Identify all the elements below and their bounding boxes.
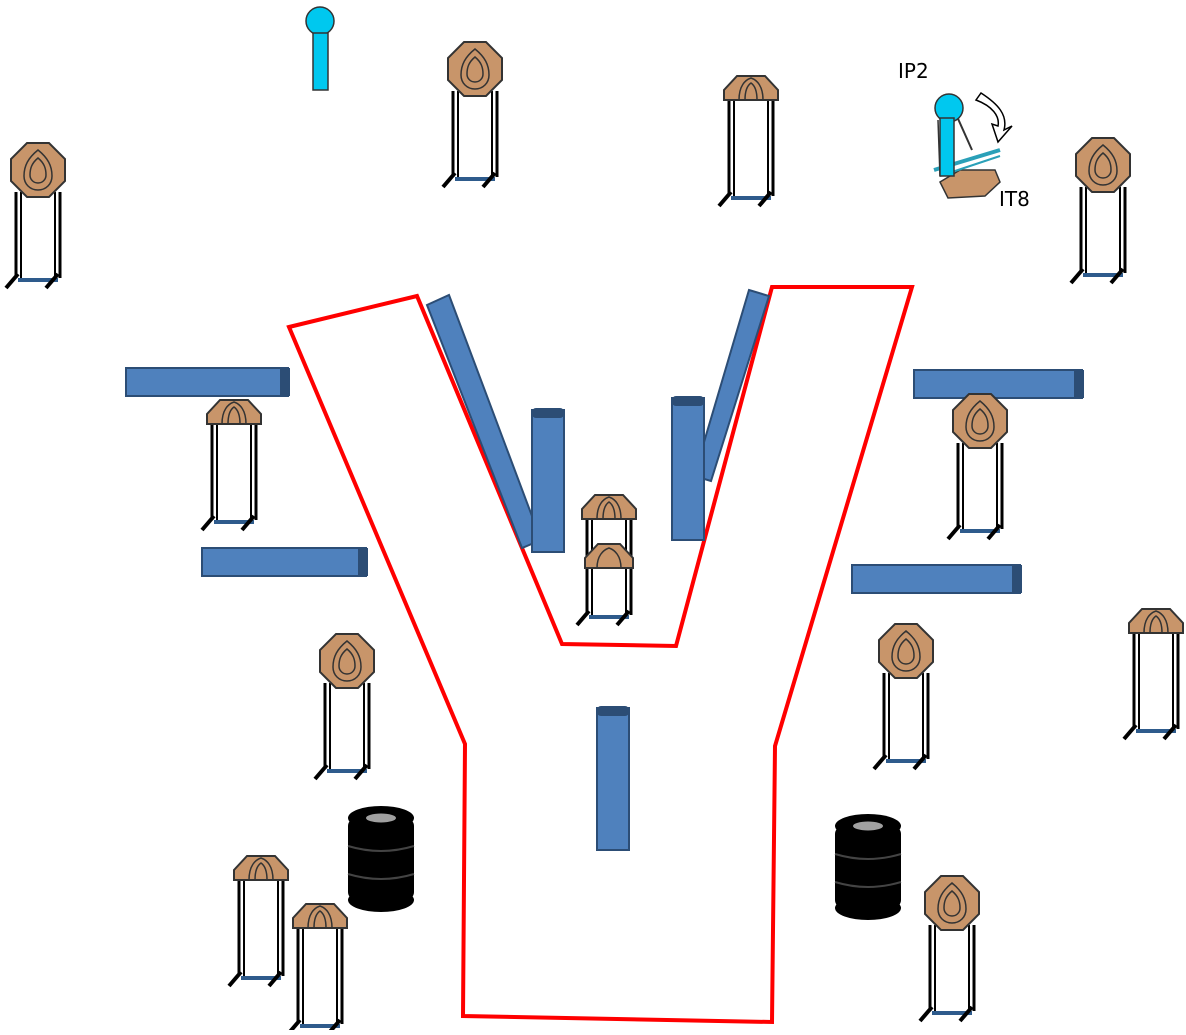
wall-left-lower: [201, 547, 368, 577]
barrel-stack-icon: [834, 813, 902, 921]
wall-center-left-vertical: [531, 408, 565, 553]
no-shoot-target-icon: [286, 902, 349, 1035]
paper-target-icon: [872, 622, 935, 771]
wall-diagonal-right: [692, 288, 771, 483]
paper-target-icon: [1069, 136, 1132, 285]
wall-right-upper: [913, 369, 1084, 399]
no-shoot-target-icon: [717, 74, 780, 208]
wall-diagonal-left: [425, 293, 543, 550]
paper-target-icon: [441, 40, 504, 189]
target-label: IT8: [999, 187, 1030, 211]
barrel-stack-icon: [347, 805, 415, 913]
paper-target-icon: [4, 141, 67, 290]
wall-left-upper: [125, 367, 290, 397]
popper-icon: [305, 6, 335, 91]
no-shoot-target-icon: [1122, 607, 1185, 741]
paper-target-icon: [313, 632, 376, 781]
wall-center-bottom-vertical: [596, 706, 630, 851]
wall-right-lower: [851, 564, 1022, 594]
no-shoot-target-icon: [584, 543, 634, 569]
no-shoot-target-icon: [200, 398, 263, 532]
shooter-label: IP2: [898, 59, 929, 83]
no-shoot-target-icon: [227, 854, 290, 988]
paper-target-icon: [946, 392, 1009, 541]
paper-target-icon: [918, 874, 981, 1023]
wall-center-right-vertical: [671, 396, 705, 541]
swinging-target-icon: [933, 91, 1013, 199]
